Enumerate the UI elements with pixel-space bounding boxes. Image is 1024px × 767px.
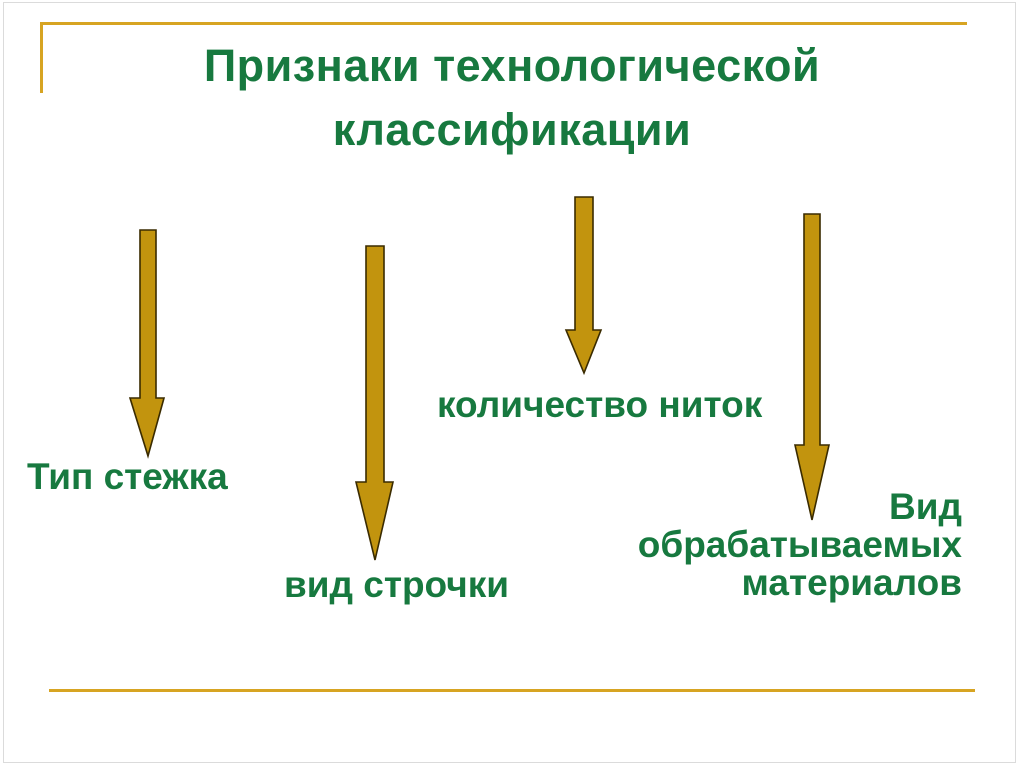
bottom-divider-line (49, 689, 975, 692)
label-material-kind: Вид обрабатываемых материалов (638, 488, 962, 602)
label-material-kind-line3: материалов (741, 562, 962, 603)
corner-bracket-horizontal-line (40, 22, 967, 25)
slide-title-line2: классификации (332, 104, 692, 155)
down-arrow-icon (564, 196, 603, 376)
slide-title-line1: Признаки технологической (203, 40, 821, 91)
label-material-kind-line1: Вид (889, 486, 962, 527)
down-arrow-icon (354, 245, 395, 561)
label-stitch-type: Тип стежка (27, 456, 228, 497)
label-seam-kind: вид строчки (284, 564, 509, 605)
corner-bracket-vertical-line (40, 22, 43, 93)
down-arrow-icon (128, 229, 166, 459)
down-arrow-icon (793, 213, 831, 521)
slide-title: Признаки технологической классификации (0, 34, 1024, 162)
label-thread-count: количество ниток (437, 384, 763, 425)
label-material-kind-line2: обрабатываемых (637, 524, 962, 565)
